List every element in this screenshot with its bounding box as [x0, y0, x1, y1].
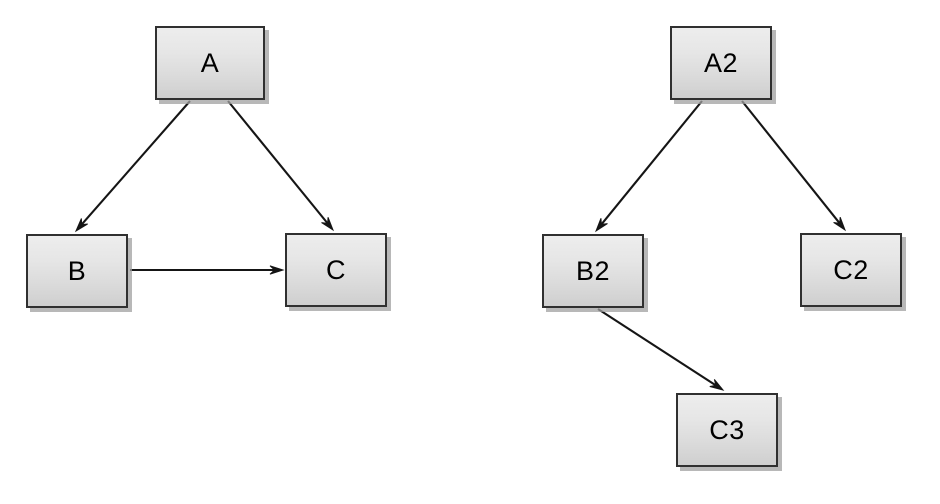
arrowhead-icon: [833, 217, 847, 232]
arrowhead-icon: [269, 265, 285, 275]
edge-a2-to-b2: [594, 100, 703, 233]
node-b2[interactable]: B2: [542, 234, 644, 308]
edge-line: [597, 308, 717, 386]
node-c2[interactable]: C2: [800, 233, 902, 307]
node-label: A2: [703, 47, 739, 78]
edge-a2-to-c2: [741, 100, 847, 232]
node-b[interactable]: B: [26, 234, 128, 308]
edge-line: [741, 100, 841, 224]
edge-a-to-b: [74, 100, 191, 233]
arrowhead-icon: [709, 379, 725, 391]
arrowhead-icon: [321, 217, 335, 232]
node-a2[interactable]: A2: [670, 26, 772, 100]
edge-line: [81, 100, 191, 225]
node-label: B2: [575, 255, 611, 286]
node-label: C3: [709, 414, 745, 445]
edge-line: [600, 100, 703, 225]
node-label: B: [67, 255, 87, 286]
node-a[interactable]: A: [155, 26, 265, 100]
node-c[interactable]: C: [285, 233, 387, 307]
arrowhead-icon: [594, 218, 608, 233]
arrowhead-icon: [74, 218, 88, 233]
edge-a-to-c: [227, 100, 335, 232]
edge-b-to-c: [130, 265, 285, 275]
node-label: C2: [833, 254, 869, 285]
node-c3[interactable]: C3: [676, 393, 778, 467]
edge-line: [227, 100, 329, 224]
node-label: C: [326, 254, 346, 285]
node-label: A: [200, 47, 220, 78]
edge-b2-to-c3: [597, 308, 725, 391]
